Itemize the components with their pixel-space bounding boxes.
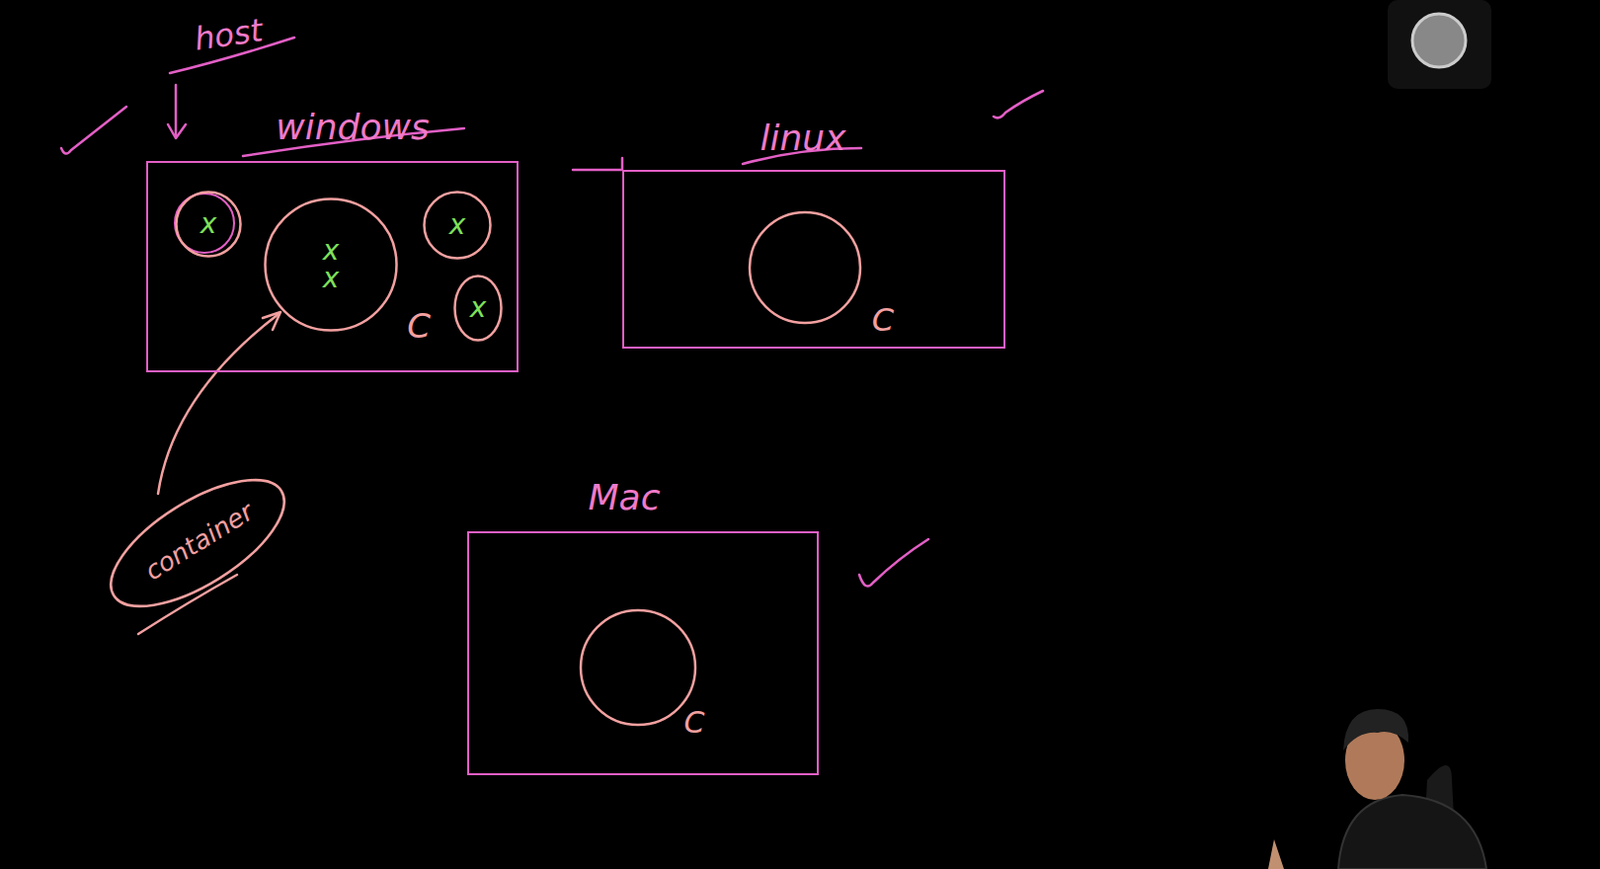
os-heading: windows — [275, 107, 429, 148]
container-circle: xx — [263, 197, 399, 332]
process-mark: x — [470, 294, 487, 322]
check-mark — [61, 106, 127, 155]
process-mark: x — [322, 264, 340, 293]
handwritten-label: C — [872, 303, 894, 338]
host-arrow — [174, 84, 178, 137]
process-mark: x — [200, 210, 218, 239]
presenter — [1268, 709, 1487, 869]
handwritten-label: container — [140, 496, 259, 586]
host-os-box: Mac — [467, 531, 819, 776]
os-heading: linux — [760, 118, 847, 159]
handwritten-label: C — [684, 706, 706, 739]
host-arrowhead — [167, 124, 186, 139]
leader-arrowhead — [262, 312, 281, 330]
host-os-box: linux — [622, 169, 1006, 349]
container-circle — [580, 610, 696, 725]
process-mark: x — [322, 237, 340, 265]
container-circle: x — [453, 274, 503, 342]
handwritten-label: C — [406, 308, 431, 345]
container-circle — [749, 212, 861, 323]
toolbar-panel — [1387, 0, 1492, 89]
callout-oval — [91, 455, 304, 631]
check-mark — [859, 539, 929, 587]
check-mark — [993, 90, 1043, 118]
container-circle: x — [422, 190, 492, 260]
process-mark: x — [449, 211, 467, 240]
handwritten-label: host — [192, 13, 265, 58]
leader-arrow — [158, 314, 279, 494]
box-stroke — [572, 158, 623, 170]
host-os-box: windowsxxxxx — [146, 160, 519, 373]
os-heading: Mac — [588, 478, 661, 518]
container-circle: x — [174, 190, 242, 258]
record-button — [1412, 13, 1466, 68]
